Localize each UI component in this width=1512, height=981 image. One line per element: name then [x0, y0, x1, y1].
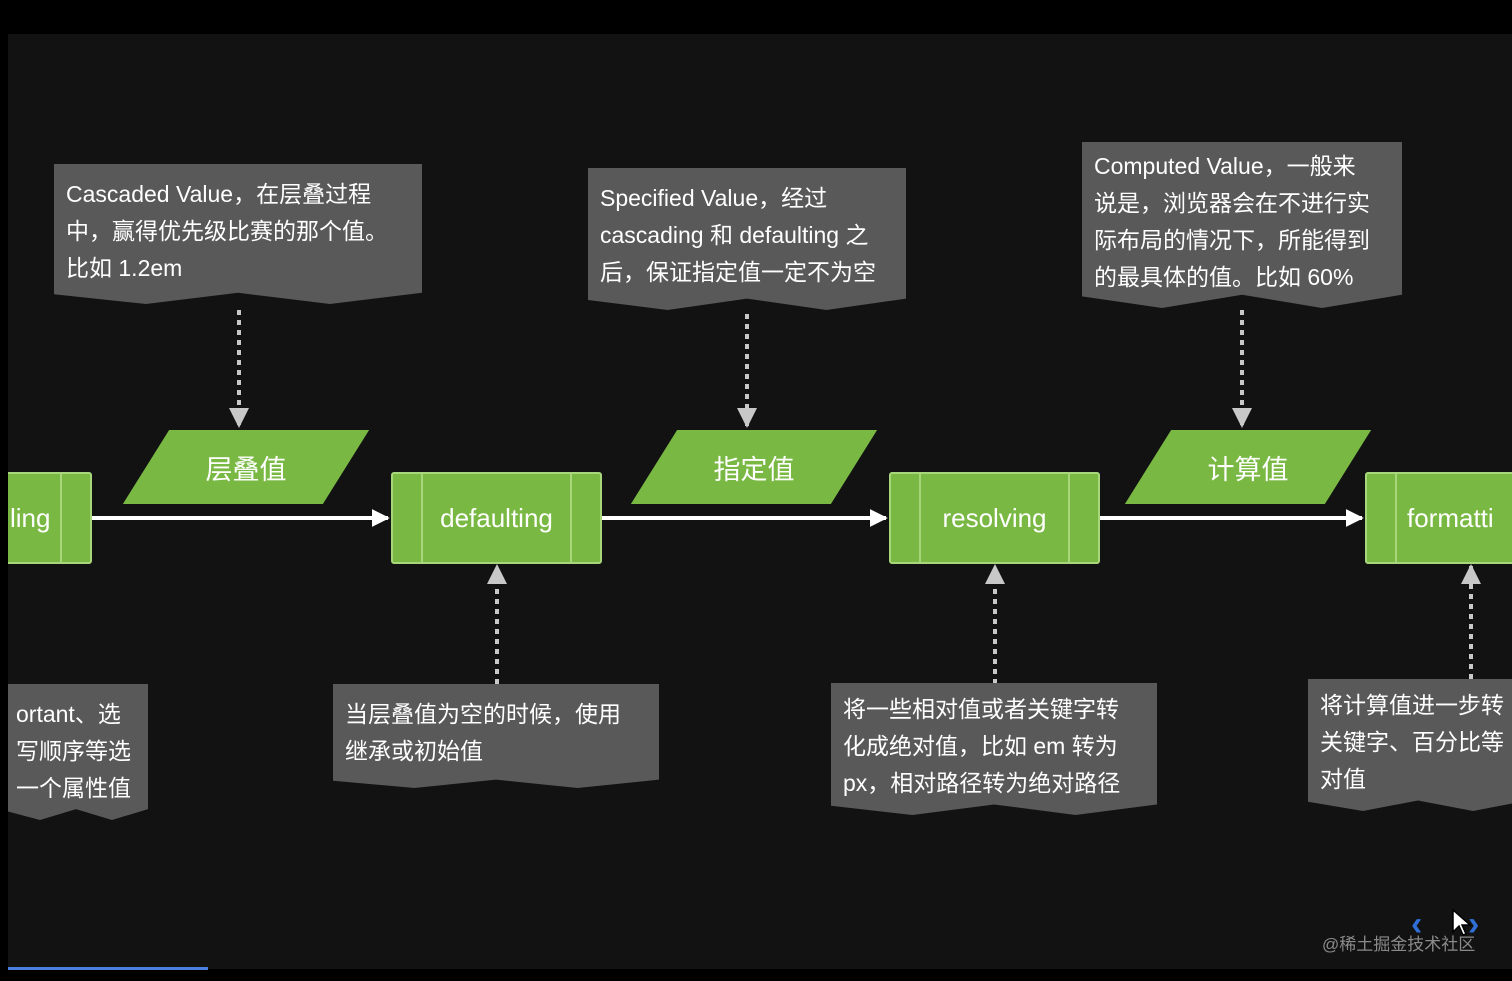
value-label: 指定值: [713, 454, 795, 485]
note-line: 一个属性值: [16, 775, 131, 801]
note-line: Cascaded Value，在层叠过程: [66, 181, 372, 207]
progress-bar: [8, 967, 208, 970]
prev-slide-button[interactable]: ‹: [1411, 904, 1422, 944]
note-line: 比如 1.2em: [66, 255, 183, 281]
note-line: 继承或初始值: [345, 738, 483, 764]
note-line: 的最具体的值。比如 60%: [1094, 264, 1354, 290]
note-formatting-description: 将计算值进一步转 关键字、百分比等 对值: [1308, 679, 1512, 811]
note-line: 中，赢得优先级比赛的那个值。: [66, 218, 388, 244]
note-line: 当层叠值为空的时候，使用: [345, 701, 621, 727]
process-label: formatti: [1407, 502, 1494, 533]
note-line: 际布局的情况下，所能得到: [1094, 227, 1370, 253]
process-node-defaulting: defaulting: [391, 472, 602, 564]
flow-connectors: [92, 310, 1481, 684]
note-line: 将一些相对值或者关键字转: [843, 696, 1119, 722]
note-defaulting-description: 当层叠值为空的时候，使用 继承或初始值: [333, 684, 659, 788]
note-computed-value: Computed Value，一般来 说是，浏览器会在不进行实 际布局的情况下，…: [1082, 142, 1402, 308]
process-label: defaulting: [440, 502, 553, 533]
note-line: ortant、选: [16, 701, 121, 727]
note-line: px，相对路径转为绝对路径: [843, 770, 1121, 796]
note-cascading-description: ortant、选 写顺序等选 一个属性值: [8, 684, 148, 820]
process-node-formatting: formatti: [1365, 472, 1512, 564]
process-node-resolving: resolving: [889, 472, 1100, 564]
chevron-left-icon: ‹: [1411, 905, 1423, 943]
note-specified-value: Specified Value，经过 cascading 和 defaultin…: [588, 168, 906, 310]
note-line: 关键字、百分比等: [1320, 729, 1504, 755]
note-line: 将计算值进一步转: [1320, 692, 1504, 718]
value-node-cascaded: 层叠值: [146, 430, 346, 504]
value-label: 层叠值: [205, 454, 287, 485]
process-node-cascading: ling: [8, 472, 92, 564]
note-line: 对值: [1320, 766, 1366, 792]
process-label: ling: [10, 502, 51, 533]
note-cascaded-value: Cascaded Value，在层叠过程 中，赢得优先级比赛的那个值。 比如 1…: [54, 164, 422, 304]
note-line: 后，保证指定值一定不为空: [600, 259, 876, 285]
process-label: resolving: [942, 502, 1047, 533]
note-line: 化成绝对值，比如 em 转为: [843, 733, 1118, 759]
value-label: 计算值: [1207, 454, 1289, 485]
next-slide-button[interactable]: ›: [1468, 904, 1479, 944]
diagram-canvas: Cascaded Value，在层叠过程 中，赢得优先级比赛的那个值。 比如 1…: [8, 34, 1512, 969]
note-line: cascading 和 defaulting 之: [600, 222, 869, 248]
note-resolving-description: 将一些相对值或者关键字转 化成绝对值，比如 em 转为 px，相对路径转为绝对路…: [831, 683, 1157, 815]
note-line: 说是，浏览器会在不进行实: [1094, 190, 1370, 216]
value-node-computed: 计算值: [1148, 430, 1348, 504]
value-node-specified: 指定值: [654, 430, 854, 504]
watermark: @稀土掘金技术社区: [1322, 935, 1476, 954]
note-line: 写顺序等选: [16, 738, 131, 764]
chevron-right-icon: ›: [1468, 905, 1480, 943]
cursor-icon: [1452, 908, 1472, 936]
note-line: Specified Value，经过: [600, 185, 828, 211]
note-line: Computed Value，一般来: [1094, 153, 1356, 179]
